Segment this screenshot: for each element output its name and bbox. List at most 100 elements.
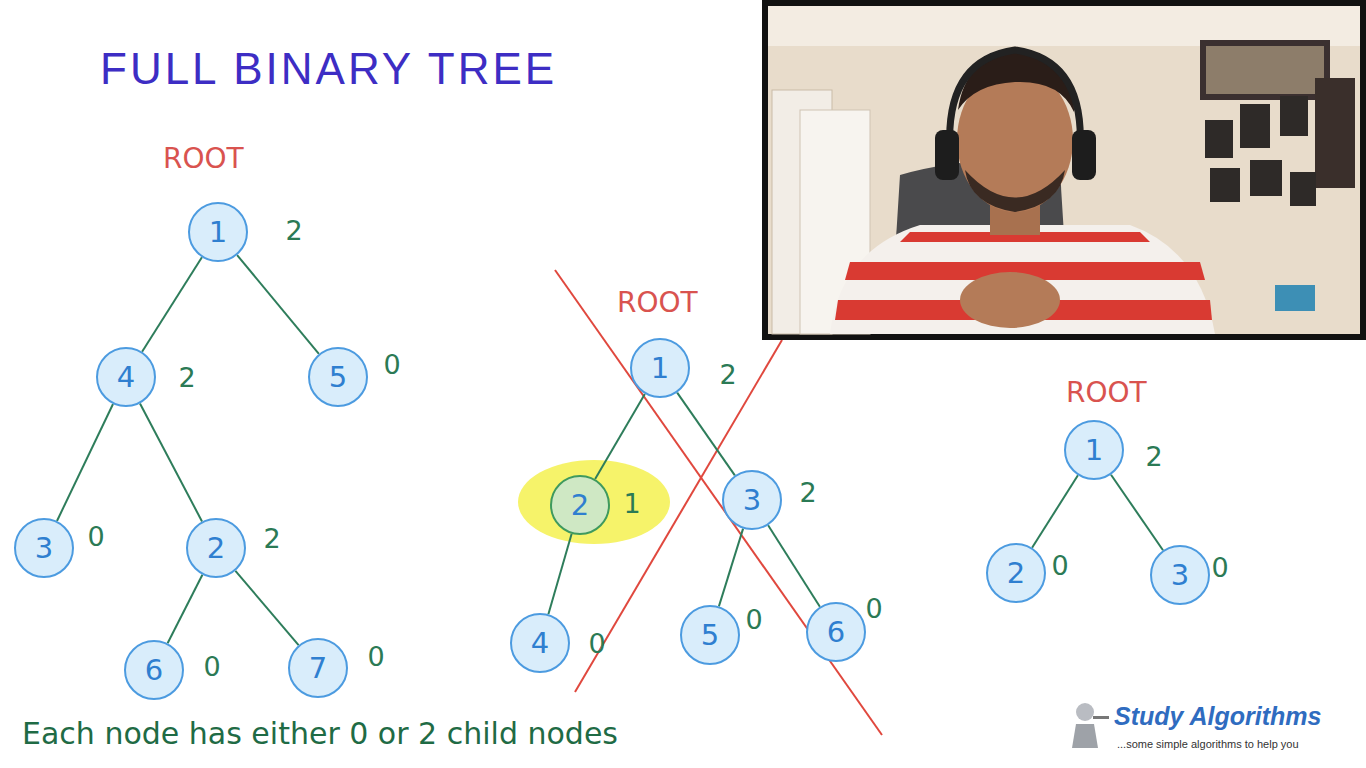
edge-line [168, 575, 203, 644]
tree-node: 22 [186, 518, 246, 578]
logo-body [1072, 724, 1098, 748]
node-value: 5 [682, 607, 738, 663]
hair [958, 52, 1074, 112]
edge-line [142, 257, 202, 351]
node-value: 1 [632, 340, 688, 396]
root-label: ROOT [1066, 376, 1147, 409]
root-label: ROOT [163, 142, 244, 175]
tree-node: 21 [550, 475, 610, 535]
tree-node: 40 [510, 613, 570, 673]
tree-edge [237, 255, 319, 354]
tree-edge [1032, 475, 1078, 547]
node-value: 3 [724, 472, 780, 528]
edge-line [768, 525, 820, 606]
shirt [830, 225, 1215, 334]
tree-node: 30 [1150, 545, 1210, 605]
headphone-cup [935, 130, 959, 180]
headphones [950, 50, 1081, 150]
tree-node: 60 [124, 640, 184, 700]
edge-line [237, 255, 319, 354]
tree-node: 32 [722, 470, 782, 530]
child-count: 0 [745, 604, 762, 635]
edge-line [677, 393, 735, 476]
node-value: 5 [310, 349, 366, 405]
child-count: 1 [623, 488, 640, 519]
child-count: 0 [203, 651, 220, 682]
picture [1206, 46, 1324, 94]
child-count: 2 [285, 215, 302, 246]
child-count: 2 [1145, 441, 1162, 472]
tree-node: 12 [188, 202, 248, 262]
headphone-cup [1072, 130, 1096, 180]
tree-edge [235, 571, 298, 645]
wall [768, 6, 1360, 334]
tree-edge [677, 393, 735, 476]
logo-tagline: ...some simple algorithms to help you [1117, 738, 1299, 750]
tree-node: 70 [288, 638, 348, 698]
node-value: 4 [98, 349, 154, 405]
device [1275, 285, 1315, 311]
logo-figure [1072, 703, 1109, 748]
tree-node: 12 [630, 338, 690, 398]
title: FULL BINARY TREE [100, 44, 557, 94]
edge-line [719, 529, 743, 607]
child-count: 0 [87, 521, 104, 552]
webcam-view [762, 0, 1366, 340]
picture-frame [1315, 78, 1355, 188]
picture-frame [1250, 160, 1282, 196]
root-label: ROOT [617, 286, 698, 319]
edge-line [595, 394, 645, 479]
tree-edge [142, 257, 202, 351]
edge-line [1111, 475, 1163, 551]
picture-frame [1205, 120, 1233, 158]
child-count: 2 [263, 523, 280, 554]
child-count: 2 [799, 477, 816, 508]
tree-edge [768, 525, 820, 606]
hands [960, 272, 1060, 328]
node-value: 6 [126, 642, 182, 698]
node-value: 1 [1066, 422, 1122, 478]
node-value: 1 [190, 204, 246, 260]
child-count: 0 [1051, 550, 1068, 581]
picture-frame [1200, 40, 1330, 100]
node-value: 2 [552, 477, 608, 533]
tree-node: 12 [1064, 420, 1124, 480]
tree-edge [548, 534, 571, 614]
beard [965, 170, 1065, 212]
child-count: 0 [367, 641, 384, 672]
child-count: 2 [719, 359, 736, 390]
tree-node: 30 [14, 518, 74, 578]
edge-line [57, 404, 113, 521]
picture-frame [1280, 96, 1308, 136]
child-count: 0 [865, 593, 882, 624]
tree-edge [1111, 475, 1163, 551]
tree-node: 42 [96, 347, 156, 407]
caption: Each node has either 0 or 2 child nodes [22, 716, 618, 751]
node-value: 3 [16, 520, 72, 576]
node-value: 2 [988, 545, 1044, 601]
picture-frame [1240, 104, 1270, 148]
picture-frame [1290, 172, 1316, 206]
node-value: 7 [290, 640, 346, 696]
edge-line [548, 534, 571, 614]
node-value: 3 [1152, 547, 1208, 603]
tree-node: 20 [986, 543, 1046, 603]
tree-node: 50 [680, 605, 740, 665]
logo-bar [1093, 716, 1109, 719]
child-count: 0 [383, 349, 400, 380]
edge-line [235, 571, 298, 645]
node-value: 2 [188, 520, 244, 576]
tree-edge [57, 404, 113, 521]
tree-edge [168, 575, 203, 644]
edge-line [140, 404, 202, 522]
webcam-frame [762, 0, 1366, 340]
tree-edge [140, 404, 202, 522]
edge-line [1032, 475, 1078, 547]
logo-title: Study Algorithms [1114, 702, 1321, 731]
logo-head [1076, 703, 1094, 721]
tree-node: 60 [806, 602, 866, 662]
node-value: 6 [808, 604, 864, 660]
node-value: 4 [512, 615, 568, 671]
tree-edge [595, 394, 645, 479]
child-count: 0 [588, 628, 605, 659]
